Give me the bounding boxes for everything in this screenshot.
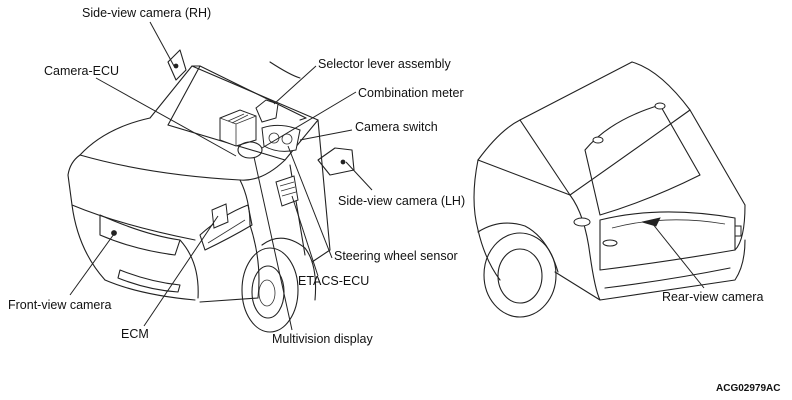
- front-vehicle-illustration: [67, 49, 355, 333]
- label-multivision-display: Multivision display: [272, 332, 373, 346]
- label-camera-ecu: Camera-ECU: [44, 64, 119, 78]
- label-rear-view-camera: Rear-view camera: [662, 290, 763, 304]
- label-camera-switch: Camera switch: [355, 120, 438, 134]
- ecm-part: [211, 203, 229, 229]
- label-side-view-camera-rh: Side-view camera (RH): [82, 6, 211, 20]
- label-steering-wheel-sensor: Steering wheel sensor: [334, 249, 458, 263]
- rear-vehicle-illustration: [473, 61, 746, 318]
- leader-lines: [69, 21, 705, 331]
- camera-ecu-part: [219, 109, 257, 147]
- label-ecm: ECM: [121, 327, 149, 341]
- label-combination-meter: Combination meter: [358, 86, 464, 100]
- combination-meter-part: [261, 124, 301, 152]
- etacs-ecu-part: [275, 175, 299, 207]
- figure-code: ACG02979AC: [716, 383, 780, 394]
- selector-lever-part: [255, 99, 279, 123]
- label-front-view-camera: Front-view camera: [8, 298, 112, 312]
- label-selector-lever-assembly: Selector lever assembly: [318, 57, 451, 71]
- front-vehicle-components: [111, 99, 301, 236]
- label-side-view-camera-lh: Side-view camera (LH): [338, 194, 465, 208]
- label-etacs-ecu: ETACS-ECU: [298, 274, 369, 288]
- labels: Side-view camera (RH) Camera-ECU Selecto…: [8, 6, 780, 394]
